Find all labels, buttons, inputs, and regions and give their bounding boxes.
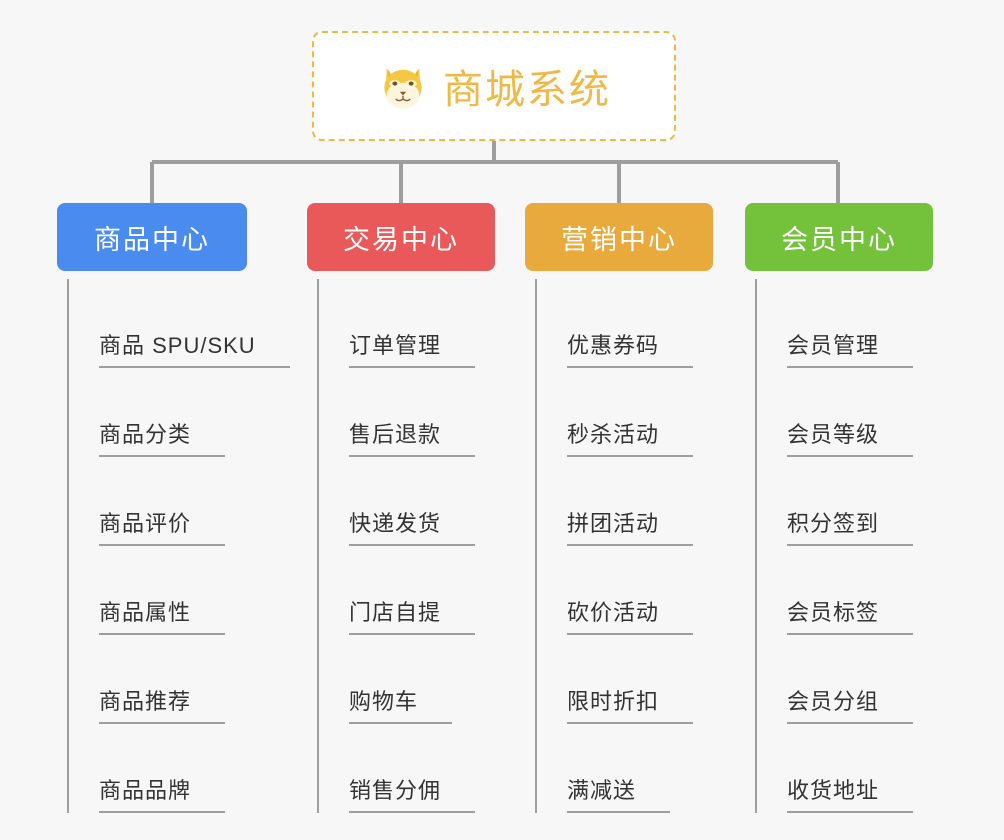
leaf-item[interactable]: 会员管理: [745, 279, 933, 368]
leaf-item[interactable]: 快递发货: [307, 457, 495, 546]
branch-column-2: 营销中心 优惠券码 秒杀活动 拼团活动 砍价活动 限时折扣 满减送: [525, 203, 713, 813]
leaf-item[interactable]: 拼团活动: [525, 457, 713, 546]
branch-body-1: 订单管理 售后退款 快递发货 门店自提 购物车 销售分佣: [307, 279, 495, 813]
leaf-label: 满减送: [567, 778, 671, 813]
leaf-item[interactable]: 优惠券码: [525, 279, 713, 368]
leaf-item[interactable]: 销售分佣: [307, 724, 495, 813]
leaf-label: 商品属性: [99, 600, 226, 635]
leaf-label: 收货地址: [787, 778, 914, 813]
leaf-item[interactable]: 购物车: [307, 635, 495, 724]
branch-spine-2: [535, 279, 537, 813]
leaf-item[interactable]: 收货地址: [745, 724, 933, 813]
leaf-label: 购物车: [349, 689, 453, 724]
branch-spine-0: [67, 279, 69, 813]
leaf-item[interactable]: 商品 SPU/SKU: [57, 279, 290, 368]
leaf-label: 快递发货: [349, 511, 476, 546]
branch-body-0: 商品 SPU/SKU 商品分类 商品评价 商品属性 商品推荐 商品品牌: [57, 279, 290, 813]
branch-header-3[interactable]: 会员中心: [745, 203, 933, 271]
leaf-item[interactable]: 会员标签: [745, 546, 933, 635]
leaf-item[interactable]: 限时折扣: [525, 635, 713, 724]
branch-spine-1: [317, 279, 319, 813]
leaf-label: 秒杀活动: [567, 422, 694, 457]
leaf-label: 优惠券码: [567, 333, 694, 368]
leaf-item[interactable]: 秒杀活动: [525, 368, 713, 457]
branch-body-3: 会员管理 会员等级 积分签到 会员标签 会员分组 收货地址: [745, 279, 933, 813]
branch-column-0: 商品中心 商品 SPU/SKU 商品分类 商品评价 商品属性 商品推荐 商品品牌: [57, 203, 290, 813]
shiba-dog-face-icon: [377, 60, 429, 112]
branch-header-label-3: 会员中心: [781, 224, 897, 255]
branch-header-2[interactable]: 营销中心: [525, 203, 713, 271]
leaf-label: 订单管理: [349, 333, 476, 368]
leaf-label: 商品推荐: [99, 689, 226, 724]
leaf-label: 会员管理: [787, 333, 914, 368]
leaf-item[interactable]: 商品评价: [57, 457, 247, 546]
branch-column-3: 会员中心 会员管理 会员等级 积分签到 会员标签 会员分组 收货地址: [745, 203, 933, 813]
root-title: 商城系统: [443, 68, 611, 112]
leaf-item[interactable]: 会员等级: [745, 368, 933, 457]
leaf-item[interactable]: 订单管理: [307, 279, 495, 368]
leaf-item[interactable]: 商品属性: [57, 546, 247, 635]
leaf-item[interactable]: 满减送: [525, 724, 713, 813]
branch-header-1[interactable]: 交易中心: [307, 203, 495, 271]
leaf-label: 商品评价: [99, 511, 226, 546]
leaf-item[interactable]: 积分签到: [745, 457, 933, 546]
leaf-label: 会员标签: [787, 600, 914, 635]
leaf-label: 商品分类: [99, 422, 226, 457]
leaf-item[interactable]: 售后退款: [307, 368, 495, 457]
leaf-label: 商品 SPU/SKU: [99, 333, 290, 368]
leaf-label: 销售分佣: [349, 778, 476, 813]
leaf-label: 门店自提: [349, 600, 476, 635]
leaf-item[interactable]: 商品品牌: [57, 724, 247, 813]
leaf-item[interactable]: 商品分类: [57, 368, 247, 457]
leaf-item[interactable]: 商品推荐: [57, 635, 247, 724]
leaf-label: 售后退款: [349, 422, 476, 457]
leaf-label: 积分签到: [787, 511, 914, 546]
branch-header-label-0: 商品中心: [94, 224, 210, 255]
branch-column-1: 交易中心 订单管理 售后退款 快递发货 门店自提 购物车 销售分佣: [307, 203, 495, 813]
leaf-item[interactable]: 砍价活动: [525, 546, 713, 635]
leaf-label: 商品品牌: [99, 778, 226, 813]
branch-header-label-2: 营销中心: [561, 224, 677, 255]
leaf-label: 拼团活动: [567, 511, 694, 546]
leaf-item[interactable]: 会员分组: [745, 635, 933, 724]
root-node[interactable]: 商城系统: [312, 31, 676, 141]
branch-spine-3: [755, 279, 757, 813]
leaf-label: 砍价活动: [567, 600, 694, 635]
leaf-label: 会员等级: [787, 422, 914, 457]
leaf-label: 限时折扣: [567, 689, 694, 724]
branch-body-2: 优惠券码 秒杀活动 拼团活动 砍价活动 限时折扣 满减送: [525, 279, 713, 813]
branch-header-label-1: 交易中心: [343, 224, 459, 255]
leaf-label: 会员分组: [787, 689, 914, 724]
branch-header-0[interactable]: 商品中心: [57, 203, 247, 271]
leaf-item[interactable]: 门店自提: [307, 546, 495, 635]
